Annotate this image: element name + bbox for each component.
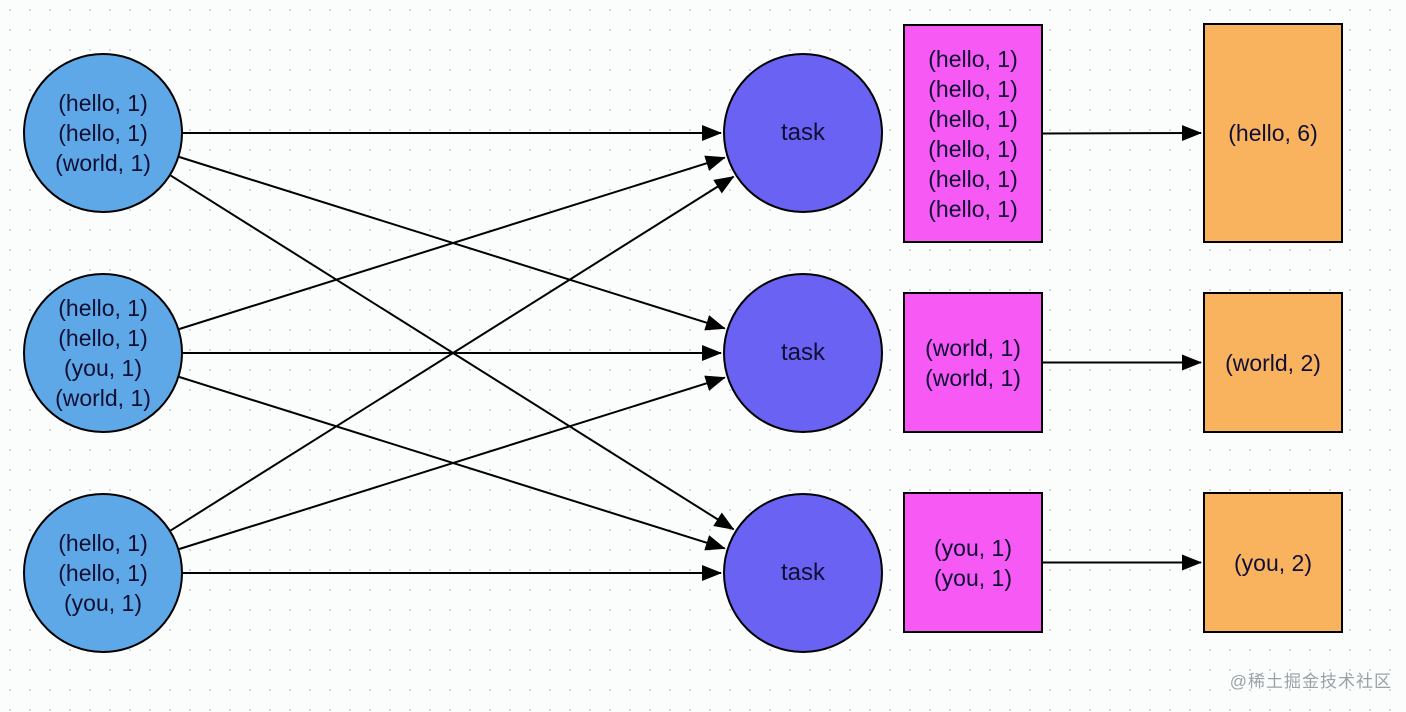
tuple-text: (world, 1) [925,334,1021,361]
tuple-text: (world, 1) [55,150,151,176]
shuffle-box-1: (hello, 1) (hello, 1) (hello, 1) (hello,… [903,24,1043,243]
tuple-text: (hello, 1) [58,325,148,351]
result-text: (hello, 6) [1228,120,1318,146]
tuple-text: (hello, 1) [58,120,148,146]
tuple-text: (you, 1) [64,355,142,381]
task-label: task [780,339,825,366]
tuple-text: (hello, 1) [58,295,148,321]
tuple-text: (world, 1) [925,364,1021,391]
tuple-text: (hello, 1) [928,45,1018,72]
tuple-text: (you, 1) [64,590,142,616]
shuffle-box-3: (you, 1) (you, 1) [903,492,1043,633]
task-node-3: task [723,493,883,653]
tuple-text: (hello, 1) [58,560,148,586]
tuple-text: (you, 1) [934,564,1012,591]
flow-arrow-src1-task3 [170,174,735,531]
source-node-1: (hello, 1) (hello, 1) (world, 1) [23,53,183,213]
result-text: (world, 2) [1225,349,1321,376]
task-node-1: task [723,53,883,213]
task-label: task [780,559,825,586]
task-node-2: task [723,273,883,433]
flow-arrow-src3-task2 [179,375,726,550]
tuple-text: (hello, 1) [928,105,1018,132]
flow-arrow-grp1-res1 [1042,125,1202,142]
tuple-text: (hello, 1) [928,135,1018,162]
result-text: (you, 2) [1234,549,1312,576]
flow-arrow-src2-task3 [179,376,726,551]
source-node-3: (hello, 1) (hello, 1) (you, 1) [23,493,183,653]
tuple-text: (you, 1) [934,534,1012,561]
flow-arrow-src1-task2 [179,156,726,331]
tuple-text: (hello, 1) [928,75,1018,102]
result-box-1: (hello, 6) [1203,23,1343,243]
task-label: task [780,119,825,146]
tuple-text: (hello, 1) [58,530,148,556]
tuple-text: (hello, 1) [928,165,1018,192]
tuple-text: (hello, 1) [58,90,148,116]
watermark-text: @稀土掘金技术社区 [1229,672,1392,691]
result-box-3: (you, 2) [1203,492,1343,633]
tuple-text: (hello, 1) [928,195,1018,222]
flow-arrow-src3-task1 [170,175,735,532]
shuffle-box-2: (world, 1) (world, 1) [903,292,1043,433]
flow-arrow-src2-task1 [179,155,726,330]
source-node-2: (hello, 1) (hello, 1) (you, 1) (world, 1… [23,273,183,433]
result-box-2: (world, 2) [1203,292,1343,433]
tuple-text: (world, 1) [55,385,151,411]
